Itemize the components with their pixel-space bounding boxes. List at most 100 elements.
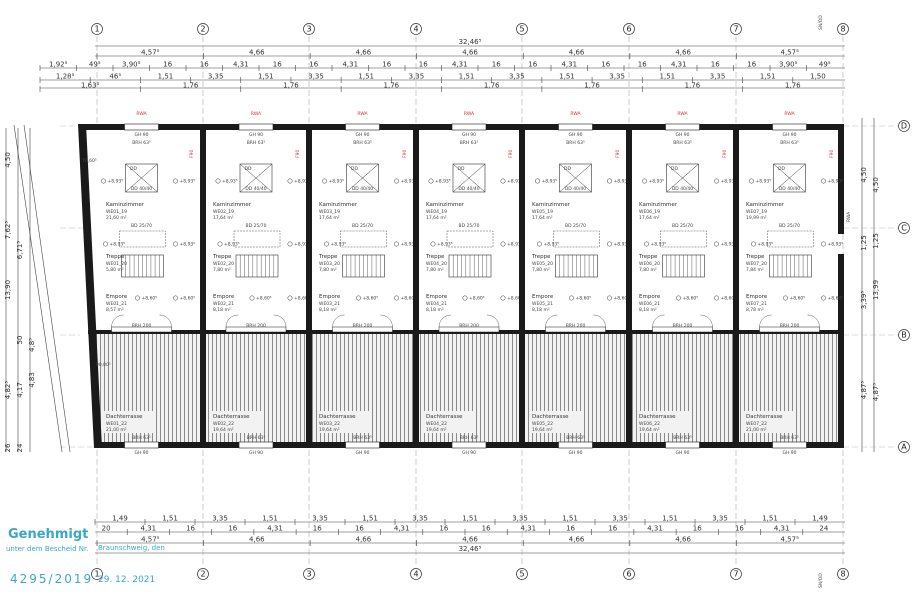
level-empore: +8,60⁵: [576, 296, 592, 302]
level-mark: [215, 178, 221, 184]
room-kamin-area: 17,64 m²: [426, 215, 447, 221]
room-empore-area: 8,18 m²: [319, 307, 337, 313]
level-kamin: +8,93⁵: [294, 179, 310, 185]
level-treppe: +8,93⁵: [437, 242, 453, 248]
top-dim-4: 1,76: [685, 82, 701, 90]
room-terrasse-id: WE07_22: [746, 421, 767, 427]
top-dim-3: 1,51: [258, 73, 274, 81]
stair-bd-label: BD 25/70: [246, 223, 267, 229]
door-brh-label: BRH 200: [566, 323, 586, 329]
level-empore: +8,60⁵: [721, 296, 737, 302]
dd-cross: [773, 163, 806, 193]
dd-tag: DD: [245, 166, 252, 172]
room-kamin-name: Kaminzimmer: [213, 202, 252, 208]
axis-bubble: [303, 568, 315, 580]
stamp-number: 4295/2019: [10, 572, 93, 586]
f90-label: F90: [615, 150, 621, 158]
level-mark: [173, 241, 178, 247]
dd-tag: DD: [458, 166, 465, 172]
room-kamin-name: Kaminzimmer: [639, 202, 678, 208]
top-dim-1: 4,66: [675, 49, 691, 57]
window-top-label: GH 90: [462, 132, 476, 138]
room-empore-id: WE04_21: [426, 301, 447, 307]
door-swing: [380, 314, 393, 328]
level-empore: +8,60⁵: [469, 296, 485, 302]
stamp-title: Genehmigt: [8, 527, 88, 542]
dd-cross: [125, 163, 158, 193]
axis-bubble: [730, 568, 742, 580]
terrace-label-bg: [637, 411, 689, 433]
room-terrasse-id: WE04_22: [426, 421, 447, 427]
door-brh-label: BRH 200: [132, 323, 152, 329]
top-dim-2: 1,92⁵: [49, 61, 68, 69]
dd-cross: [239, 163, 273, 193]
room-empore-area: 8,57 m²: [106, 307, 124, 313]
room-empore-name: Empore: [106, 294, 128, 300]
stair-opening: [119, 230, 166, 248]
bottom-dim-1: 3,35: [712, 515, 728, 523]
top-dim-4: 1,76: [584, 82, 600, 90]
room-empore-name: Empore: [213, 294, 235, 300]
room-empore-area: 8,18 m²: [213, 307, 231, 313]
stair-bd-label: BD 25/70: [672, 223, 693, 229]
level-mark: [607, 178, 612, 184]
level-treppe: +8,93⁵: [758, 242, 774, 248]
room-treppe-id: WE03_20: [319, 261, 340, 267]
axis-label: 2: [200, 570, 205, 579]
room-kamin-name: Kaminzimmer: [426, 202, 465, 208]
level-empore: +8,60⁵: [828, 296, 844, 302]
level-empore: +8,60⁵: [256, 296, 272, 302]
top-dim-3: 46⁵: [109, 73, 121, 81]
door-brh-label: BRH 200: [246, 323, 266, 329]
room-kamin-area: 17,64 m²: [532, 215, 553, 221]
room-kamin-id: WE03_19: [319, 209, 340, 215]
level-90-tag: 90,00⁵: [96, 362, 111, 368]
bottom-snod: SN/OD: [818, 573, 824, 588]
rwa-side-label: RWA: [846, 211, 852, 222]
room-terrasse-area: 19,64 m²: [639, 427, 660, 433]
window-top-label: GH 90: [249, 132, 263, 138]
stair-opening: [660, 230, 707, 248]
top-dim-1: 4,57⁵: [141, 49, 160, 57]
right-dim: 1,25: [872, 233, 880, 249]
bottom-dim-1: 1,51: [762, 515, 778, 523]
dd-cross: [452, 163, 486, 193]
window-top: [124, 123, 159, 131]
level-mark: [101, 178, 106, 184]
top-dim-3: 1,51: [760, 73, 776, 81]
level-mark: [500, 295, 506, 301]
bottom-dim-2: 4,31: [774, 525, 790, 533]
top-dim-4: 1,76: [785, 82, 801, 90]
level-kamin: +8,93⁵: [649, 179, 665, 185]
room-treppe-id: WE01_20: [106, 261, 127, 267]
top-dim-3: 1,51: [559, 73, 575, 81]
level-mark: [324, 241, 329, 247]
terrace-door: [545, 326, 606, 333]
bottom-dim-2: 4,31: [267, 525, 283, 533]
bottom-dim-2: 16: [735, 525, 744, 533]
top-dim-1: 4,57⁵: [781, 49, 800, 57]
top-dim-2: 16: [492, 61, 501, 69]
top-dim-2: 16: [711, 61, 720, 69]
bottom-dim-3: 4,66: [675, 536, 691, 544]
bottom-dim-2: 16: [608, 525, 617, 533]
level-kamin: +8,93⁵: [435, 179, 451, 185]
room-treppe-area: 7,80 m²: [319, 267, 337, 273]
f90-label: F90: [508, 150, 514, 158]
axis-label: C: [901, 224, 907, 233]
level-70-tag: 70,60⁵: [82, 158, 97, 164]
level-mark: [356, 295, 361, 301]
dd-box-label: DD 40/40: [245, 186, 266, 192]
top-dim-2: 4,31: [452, 61, 468, 69]
door-swing: [700, 314, 713, 328]
left-dim: 24: [16, 443, 24, 452]
level-kamin: +8,93⁵: [401, 179, 417, 185]
dd-tag: DD: [351, 166, 358, 172]
room-empore-name: Empore: [319, 294, 341, 300]
room-empore-area: 8,18 m²: [532, 307, 550, 313]
level-treppe: +8,93⁵: [507, 242, 523, 248]
